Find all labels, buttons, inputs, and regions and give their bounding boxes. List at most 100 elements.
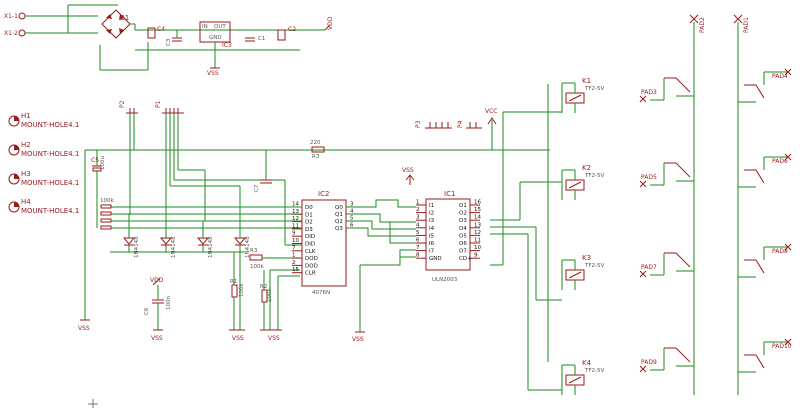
contact-right-1: PAD4 xyxy=(738,68,792,103)
d1-value: 1N4148 xyxy=(134,236,140,258)
capacitor-c5: C5 100u xyxy=(91,156,106,172)
resistor-r-top: 220 R3 xyxy=(310,140,325,160)
ic2-pin-name: Q2 xyxy=(335,219,343,225)
ic2-pin-name: DID xyxy=(305,242,315,248)
ic1-pin-num: 16 xyxy=(474,200,481,206)
c4-label: C4 xyxy=(157,26,165,33)
pad-label: PAD10 xyxy=(772,343,792,350)
power-supply-section: X1-1 X1-2 B1 C4 C3 IN xyxy=(4,4,334,77)
vcc-label: VCC xyxy=(485,108,497,115)
vss-label-r2: VSS xyxy=(268,335,280,342)
reg-gnd-label: GND xyxy=(209,35,222,41)
mount-hole-h2: H2 MOUNT-HOLE4.1 xyxy=(8,141,79,158)
ic1-pin-name: I3 xyxy=(429,218,435,224)
contact-right-4: PAD10 xyxy=(738,338,792,373)
ic2-pin-num: 11 xyxy=(292,223,299,229)
ic1-pin-name: O5 xyxy=(459,233,467,239)
ic1-pin-num: 12 xyxy=(474,230,481,236)
vss-label-r1: VSS xyxy=(232,335,244,342)
pad-label: PAD5 xyxy=(641,174,657,181)
ic2-pin-num: 12 xyxy=(292,216,299,222)
pad-label: PAD3 xyxy=(641,89,657,96)
relay-ref: K4 xyxy=(582,359,592,367)
diode-d2: 1N4148 xyxy=(159,236,177,258)
pad-label: PAD4 xyxy=(772,73,788,80)
ic1-pin-name: O2 xyxy=(459,211,467,217)
resistor-r2: R2 100k xyxy=(260,284,273,303)
vdd-label-top: VDD xyxy=(327,16,334,30)
mount-hole-h1: H1 MOUNT-HOLE4.1 xyxy=(8,112,79,129)
vcc-symbol-top: VCC xyxy=(485,108,497,150)
ic1-part: ULN2003 xyxy=(432,277,458,283)
ic1-pin-num: 1 xyxy=(416,200,420,206)
ic1-pin-name: O4 xyxy=(459,226,467,232)
vss-symbol-r2: VSS xyxy=(260,329,282,342)
bridge-rectifier-b1: B1 xyxy=(101,9,131,39)
ic2-pin-num: 9 xyxy=(292,231,296,237)
ic2-pin-name: Q0 xyxy=(335,205,343,211)
ic2-pin-num: 1 xyxy=(292,253,296,259)
vss-label-ic2: VSS xyxy=(352,336,364,343)
ic2-4076n: IC2 4076N 14D013D112D211D39DID10DID7CLK1… xyxy=(292,190,356,296)
voltage-regulator-ic3: IN OUT GND IC3 xyxy=(199,21,232,49)
c5-label: C5 xyxy=(91,157,99,164)
ic1-pin-num: 6 xyxy=(416,238,420,244)
vcc-symbol-ic2: VSS xyxy=(352,320,365,343)
ic1-pin-num: 9 xyxy=(474,253,478,259)
ic2-ref: IC2 xyxy=(318,190,329,198)
ic2-pin-name: CLR xyxy=(305,271,316,277)
ic1-pin-1: 1I1 xyxy=(416,200,434,209)
ic1-pin-num: 3 xyxy=(416,215,420,221)
b1-label: B1 xyxy=(120,14,129,22)
mount-holes: H1 MOUNT-HOLE4.1 H2 MOUNT-HOLE4.1 H3 MOU… xyxy=(8,112,79,215)
ic2-pin-name: Q1 xyxy=(335,212,343,218)
ic2-pin-name: Q3 xyxy=(335,226,343,232)
h2-ref: H2 xyxy=(21,141,31,149)
ic1-pin-4: 4I4 xyxy=(416,222,435,232)
relay-part: TF2-5V xyxy=(584,86,605,92)
capacitor-c1: C1 xyxy=(245,36,265,42)
ic2-pin-name: D3 xyxy=(305,227,313,233)
capacitor-c7: C7 xyxy=(254,179,272,192)
connector-p4: P4 xyxy=(457,120,482,129)
ic1-pin-num: 13 xyxy=(474,222,481,228)
r1-value: 100k xyxy=(239,283,245,297)
resistor-r3: R3 100k xyxy=(249,248,264,270)
ic1-pin-name: O1 xyxy=(459,203,467,209)
ic1-pin-name: I4 xyxy=(429,226,435,232)
ic1-pin-num: 15 xyxy=(474,207,481,213)
ic2-left-pins: 14D013D112D211D39DID10DID7CLK1DOD2DOD15C… xyxy=(292,202,318,277)
r3-value: 100k xyxy=(250,264,264,270)
ic1-pin-name: O7 xyxy=(459,249,467,255)
ic1-pin-num: 8 xyxy=(416,253,420,259)
vss-symbol-top: VSS xyxy=(207,67,220,77)
diode-d4: 1N4148 xyxy=(233,236,251,258)
p2-label: P2 xyxy=(119,100,126,108)
pad2: PAD2 xyxy=(689,14,706,33)
capacitor-c4: C4 xyxy=(147,26,165,39)
diode-d3: 1N4148 xyxy=(196,236,214,258)
connector-p2: P2 xyxy=(119,100,138,114)
relay-part: TF2-5V xyxy=(584,368,605,374)
vss-label-left: VSS xyxy=(78,325,90,332)
ic1-pin-name: O6 xyxy=(459,241,467,247)
ic2-pin-num: 14 xyxy=(292,202,299,208)
ic1-body xyxy=(425,198,471,271)
ic1-pin-name: I1 xyxy=(429,203,434,209)
c3-label: C3 xyxy=(166,38,172,46)
ic2-pin-num: 3 xyxy=(350,202,354,208)
reg-out-label: OUT xyxy=(214,24,226,30)
ic1-pin-num: 11 xyxy=(474,238,481,244)
vss-symbol-left: VSS xyxy=(78,319,90,332)
ic2-pin-name: DOD xyxy=(305,256,318,262)
